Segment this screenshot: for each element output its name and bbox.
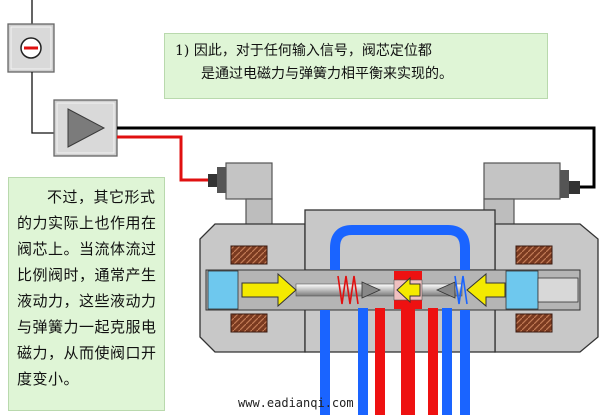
port-line-c [428, 308, 438, 415]
port-line-b [375, 308, 385, 415]
explanation-note-left: 不过，其它形式的力实际上也作用在阀芯上。当流体流过比例阀时，通常产生液动力，这些… [8, 177, 165, 411]
spool-left-tip [361, 281, 381, 299]
right-coil-bottom [515, 313, 553, 333]
triangle-amplifier-icon [67, 108, 106, 148]
right-force-arrow [466, 272, 506, 308]
right-armature [505, 270, 539, 310]
watermark: www.eadianqi.com [238, 396, 354, 410]
note-top-line2: 是通过电磁力与弹簧力相平衡来实现的。 [201, 66, 453, 82]
left-armature [207, 270, 239, 310]
return-channel-blue [330, 225, 470, 270]
signal-wire-mid [31, 72, 54, 134]
left-force-arrow [241, 272, 297, 308]
right-spring [454, 275, 468, 305]
return-line-right [460, 310, 470, 415]
minus-knob-icon [20, 37, 42, 59]
pressure-line [401, 308, 415, 415]
left-coil-bottom [230, 313, 268, 333]
output-wire-red [117, 135, 210, 182]
port-line-a [358, 308, 368, 415]
left-coil-top [230, 245, 268, 265]
right-coil-top [515, 245, 553, 265]
potentiometer[interactable] [7, 23, 55, 73]
left-connector [208, 162, 273, 226]
right-connector [483, 162, 580, 226]
note-left-text: 不过，其它形式的力实际上也作用在阀芯上。当流体流过比例阀时，通常产生液动力，这些… [17, 188, 157, 388]
return-line-left [320, 310, 330, 415]
center-force-arrow [396, 276, 421, 304]
port-line-d [442, 308, 452, 415]
output-wire-black [117, 126, 596, 189]
spool-right-tip [436, 281, 456, 299]
note-top-line1: 1) 因此，对于任何输入信号，阀芯定位都 [175, 43, 432, 59]
explanation-note-top: 1) 因此，对于任何输入信号，阀芯定位都 是通过电磁力与弹簧力相平衡来实现的。 [164, 33, 548, 99]
left-spring [337, 275, 359, 305]
amplifier[interactable] [53, 99, 118, 157]
